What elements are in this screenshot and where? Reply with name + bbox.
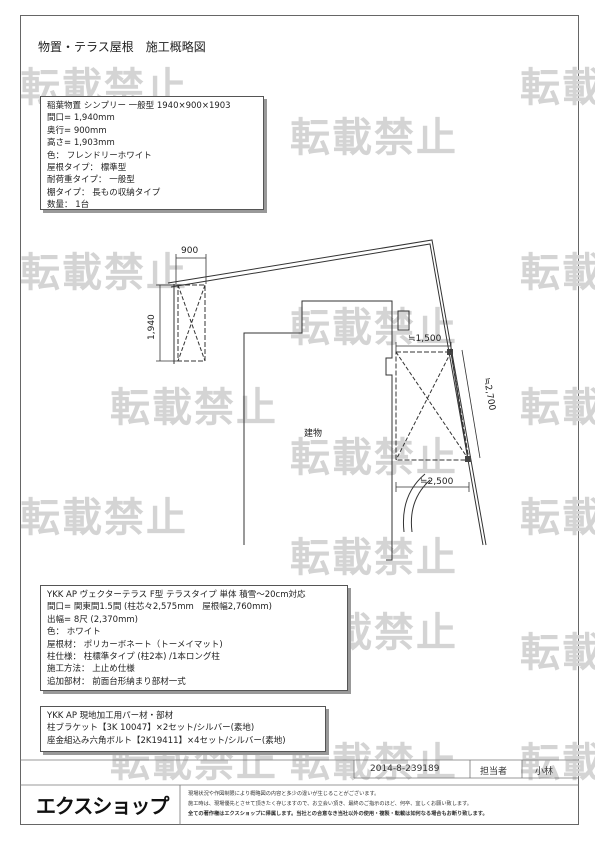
- company-logo: エクスショップ: [36, 794, 169, 818]
- parts-spec-line: 柱ブラケット【3K 10047】×2セット/シルバー(素地): [47, 723, 255, 734]
- terrace-spec-line: 追加部材： 前面台形納まり部材一式: [47, 676, 186, 687]
- watermark-text: 転載禁止: [520, 630, 595, 676]
- terrace-spec-line: 柱仕様： 柱標準タイプ (柱2本) /1本ロング柱: [47, 652, 220, 663]
- parts-spec-box: YKK AP 現地加工用パー材・部材柱ブラケット【3K 10047】×2セット/…: [40, 706, 326, 752]
- watermark-text: 転載禁止: [520, 65, 595, 111]
- person-label: 担当者: [480, 767, 508, 777]
- shed-spec-line: 耐荷重タイプ： 一般型: [47, 175, 135, 186]
- person-name: 小林: [535, 767, 554, 777]
- dim-1940: 1,940: [147, 314, 157, 340]
- terrace-spec-line: 出幅= 8尺 (2,370mm): [47, 614, 138, 625]
- parts-spec-line: 座金組込み六角ボルト【2K19411】×4セット/シルバー(素地): [47, 735, 286, 746]
- shed-spec-line: 数量： 1台: [47, 200, 90, 211]
- watermark-text: 転載禁止: [20, 250, 188, 296]
- shed-spec-line: 屋根タイプ： 標準型: [47, 163, 127, 174]
- watermark-text: 転載禁止: [520, 250, 595, 296]
- shed-outline: [177, 284, 206, 362]
- doc-number: 2014-8-239189: [370, 764, 440, 774]
- window-mark: [397, 310, 410, 331]
- shed-spec-line: 稲葉物置 シンプリー 一般型 1940×900×1903: [47, 101, 231, 111]
- building-label: 建物: [304, 427, 322, 439]
- page-title: 物置・テラス屋根 施工概略図: [38, 40, 206, 54]
- watermark-text: 転載禁止: [290, 535, 458, 581]
- footer-note-1: 現場状況や作図制限により概略図の内容と多少の違いが生じることがございます。: [188, 791, 380, 797]
- shed-spec-line: 色： フレンドリーホワイト: [47, 150, 152, 161]
- dim-2500: ≒2,500: [420, 477, 454, 487]
- terrace-spec-line: 間口= 関東間1.5間 (柱芯々2,575mm 屋根幅2,760mm): [47, 602, 272, 613]
- footer-note-3: 全ての著作権はエクスショップに帰属します。当社との合意なき当社以外の使用・複製・…: [188, 811, 488, 817]
- shed-spec-line: 棚タイプ： 長もの収納タイプ: [47, 187, 161, 198]
- terrace-spec-line: 屋根材： ポリカーボネート（トーメイマット): [47, 639, 223, 650]
- building-outline: [243, 300, 393, 561]
- watermark-text: 転載禁止: [520, 495, 595, 541]
- terrace-spec-box: YKK AP ヴェクターテラス F型 テラスタイプ 単体 積雪～20cm対応間口…: [40, 585, 348, 691]
- page-frame: [20, 15, 579, 825]
- watermark-text: 転載禁止: [290, 305, 458, 351]
- dim-1500: ≒1,500: [408, 334, 442, 344]
- watermark-text: 転載禁止: [290, 435, 458, 481]
- boundary-outer: [167, 239, 487, 546]
- dim-900: 900: [181, 246, 198, 256]
- footer-note-2: 施工時は、現場優先とさせて頂きたく存じますので、お立会い頂き、最終のご指示のほど…: [188, 801, 472, 807]
- walkway-curve: [402, 473, 426, 533]
- shed-spec-line: 高さ= 1,903mm: [47, 138, 115, 149]
- watermark-text: 転載禁止: [20, 495, 188, 541]
- watermark-text: 転載禁止: [290, 115, 458, 161]
- shed-spec-line: 奥行= 900mm: [47, 125, 107, 136]
- terrace-spec-line: YKK AP ヴェクターテラス F型 テラスタイプ 単体 積雪～20cm対応: [47, 590, 306, 600]
- shed-spec-line: 間口= 1,940mm: [47, 113, 115, 124]
- watermark-text: 転載禁止: [110, 385, 278, 431]
- parts-spec-line: YKK AP 現地加工用パー材・部材: [47, 711, 174, 721]
- terrace-spec-line: 施工方法： 上止め仕様: [47, 664, 135, 675]
- terrace-spec-line: 色： ホワイト: [47, 627, 101, 638]
- watermark-text: 転載禁止: [520, 385, 595, 431]
